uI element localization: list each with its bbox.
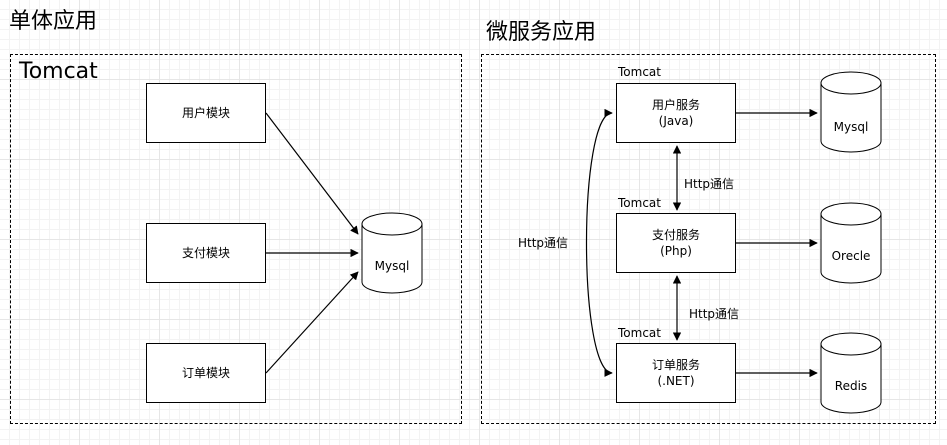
pay-order-link-label: Http通信 [689, 307, 740, 321]
monolith-mysql-label: Mysql [374, 259, 410, 273]
monolith-tomcat-label: Tomcat [19, 59, 98, 84]
mysql-database-cylinder [361, 212, 423, 294]
microservices-container [481, 54, 936, 424]
user-module-box: 用户模块 [146, 83, 266, 143]
orecle-label: Orecle [831, 249, 871, 263]
user-service-tomcat-label: Tomcat [618, 65, 661, 79]
user-order-link-label: Http通信 [518, 236, 569, 250]
payment-module-label: 支付模块 [181, 246, 230, 260]
pay-service-tech: (Php) [660, 244, 692, 258]
arrow-order-module-to-mysql [265, 271, 359, 374]
arrow-user-module-to-mysql [265, 112, 359, 235]
monolith-heading: 单体应用 [9, 9, 98, 34]
orecle-db-cylinder [820, 202, 882, 284]
user-service-box: 用户服务 (Java) [616, 83, 736, 143]
microservices-heading: 微服务应用 [486, 20, 597, 45]
monolith-tomcat-container: Tomcat [10, 54, 462, 424]
order-service-tech: (.NET) [657, 374, 695, 388]
payment-module-box: 支付模块 [146, 223, 266, 283]
order-service-name: 订单服务 [651, 358, 700, 372]
user-service-tech: (Java) [658, 114, 694, 128]
user-module-label: 用户模块 [181, 106, 230, 120]
order-module-box: 订单模块 [146, 343, 266, 403]
pay-service-box: 支付服务 (Php) [616, 213, 736, 273]
service-mysql-label: Mysql [833, 120, 869, 134]
link-user-order-curve [585, 108, 613, 377]
redis-db-cylinder [820, 332, 882, 414]
pay-service-tomcat-label: Tomcat [618, 196, 661, 210]
order-service-tomcat-label: Tomcat [618, 326, 661, 340]
user-pay-link-label: Http通信 [684, 177, 735, 191]
mysql-service-db-cylinder [820, 71, 882, 153]
order-service-box: 订单服务 (.NET) [616, 343, 736, 403]
user-service-name: 用户服务 [651, 98, 700, 112]
pay-service-name: 支付服务 [651, 228, 700, 242]
order-module-label: 订单模块 [181, 366, 230, 380]
redis-label: Redis [834, 379, 868, 393]
